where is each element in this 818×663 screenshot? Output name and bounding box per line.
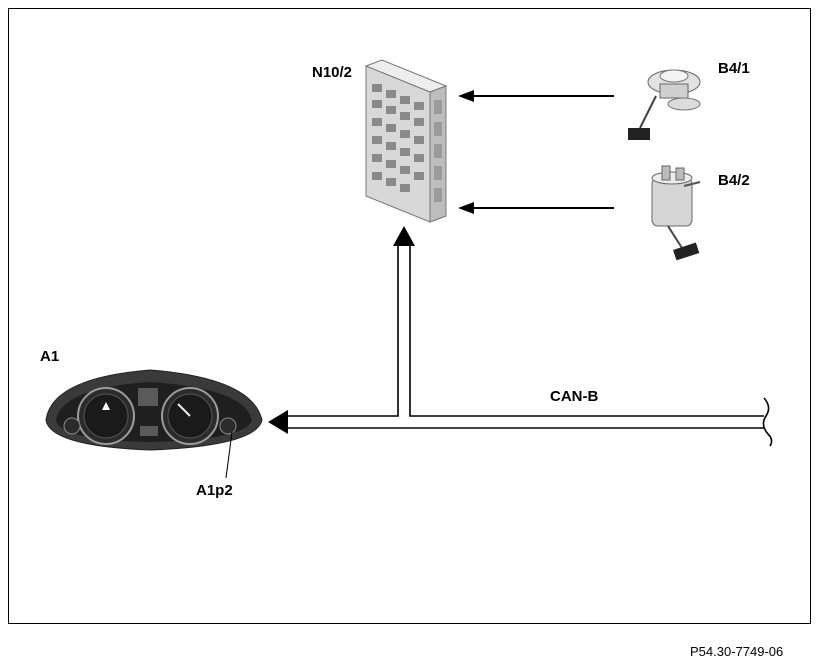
- label-b4-1: B4/1: [718, 60, 750, 77]
- can-b-bus: [268, 226, 773, 447]
- signal-arrow-b4-2: [458, 202, 614, 214]
- label-a1: A1: [40, 348, 60, 365]
- label-n10-2: N10/2: [312, 64, 353, 81]
- label-a1p2: A1p2: [196, 482, 233, 499]
- sensor-b4-2: [651, 165, 701, 261]
- label-b4-2: B4/2: [718, 172, 750, 189]
- sensor-b4-1: [628, 69, 701, 140]
- control-unit-n10-2: [364, 59, 448, 223]
- signal-arrow-b4-1: [458, 90, 614, 102]
- instrument-cluster-a1: [45, 369, 263, 479]
- label-can-b: CAN-B: [550, 388, 599, 405]
- figure-reference: P54.30-7749-06: [690, 644, 784, 659]
- diagram-frame: [8, 8, 811, 624]
